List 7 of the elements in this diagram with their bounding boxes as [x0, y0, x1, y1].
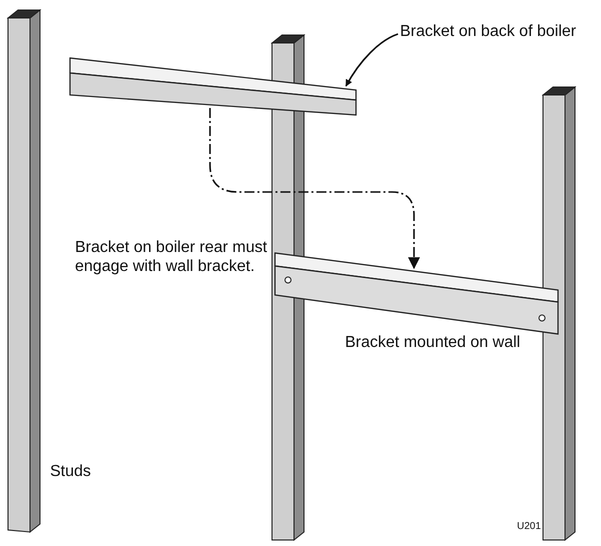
dash-dot-arrow [209, 108, 420, 270]
leader-arrow [345, 33, 398, 87]
callout-text: Studs [50, 462, 92, 481]
callout-text: Bracket on back of boiler [400, 22, 585, 62]
note-text: Bracket on boiler rear must engage with wall bracket. [75, 238, 268, 276]
callout-text: Bracket mounted on wall [345, 333, 522, 352]
figure-code: U201 [517, 521, 542, 533]
